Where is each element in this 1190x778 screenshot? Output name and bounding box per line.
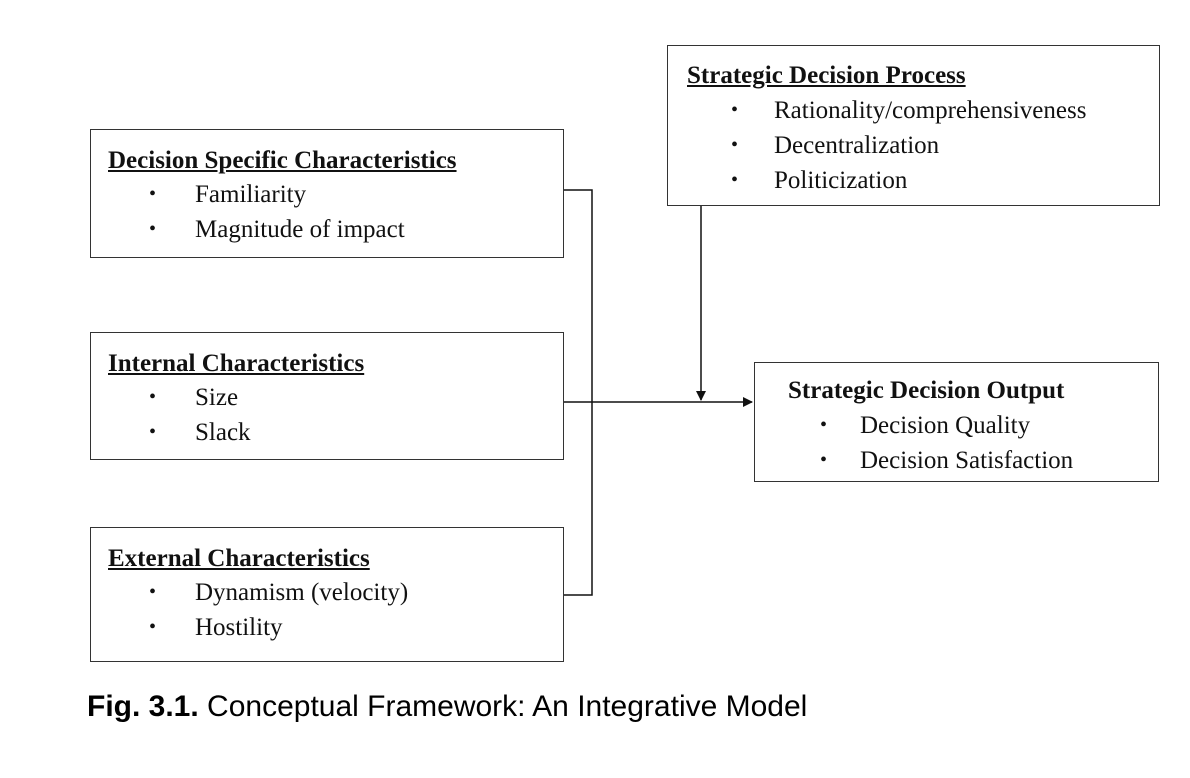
figure-label: Fig. 3.1. [87,690,199,723]
bullet-icon: • [731,134,739,156]
decision-specific-box: Decision Specific Characteristics •Famil… [90,129,564,258]
bullet-icon: • [731,169,739,191]
bullet-icon: • [149,421,157,443]
decision-process-list: •Rationality/comprehensiveness •Decentra… [731,93,1086,198]
internal-list: •Size •Slack [149,380,251,450]
list-item: •Slack [149,415,251,450]
decision-specific-title: Decision Specific Characteristics [108,147,457,174]
bullet-icon: • [149,183,157,205]
list-item: •Decentralization [731,128,1086,163]
decision-output-list: •Decision Quality •Decision Satisfaction [820,408,1073,478]
list-item: •Magnitude of impact [149,212,405,247]
external-title: External Characteristics [108,545,370,572]
decision-process-title: Strategic Decision Process [687,62,966,89]
list-item: •Rationality/comprehensiveness [731,93,1086,128]
decision-output-title: Strategic Decision Output [788,377,1065,404]
bullet-icon: • [149,581,157,603]
list-item: •Familiarity [149,177,405,212]
decision-specific-list: •Familiarity •Magnitude of impact [149,177,405,247]
list-item: •Dynamism (velocity) [149,575,408,610]
list-item: •Decision Quality [820,408,1073,443]
figure-caption: Fig. 3.1. Conceptual Framework: An Integ… [87,690,807,724]
internal-box: Internal Characteristics •Size •Slack [90,332,564,460]
bullet-icon: • [149,218,157,240]
bullet-icon: • [149,616,157,638]
bullet-icon: • [731,99,739,121]
list-item: •Decision Satisfaction [820,443,1073,478]
internal-title: Internal Characteristics [108,350,365,377]
decision-output-box: Strategic Decision Output •Decision Qual… [754,362,1159,482]
bullet-icon: • [149,386,157,408]
list-item: •Hostility [149,610,408,645]
external-list: •Dynamism (velocity) •Hostility [149,575,408,645]
bullet-icon: • [820,449,828,471]
decision-process-box: Strategic Decision Process •Rationality/… [667,45,1160,206]
bullet-icon: • [820,414,828,436]
list-item: •Size [149,380,251,415]
figure-caption-text: Conceptual Framework: An Integrative Mod… [198,690,808,723]
left-bracket-line [564,189,593,596]
list-item: •Politicization [731,163,1086,198]
external-box: External Characteristics •Dynamism (velo… [90,527,564,662]
